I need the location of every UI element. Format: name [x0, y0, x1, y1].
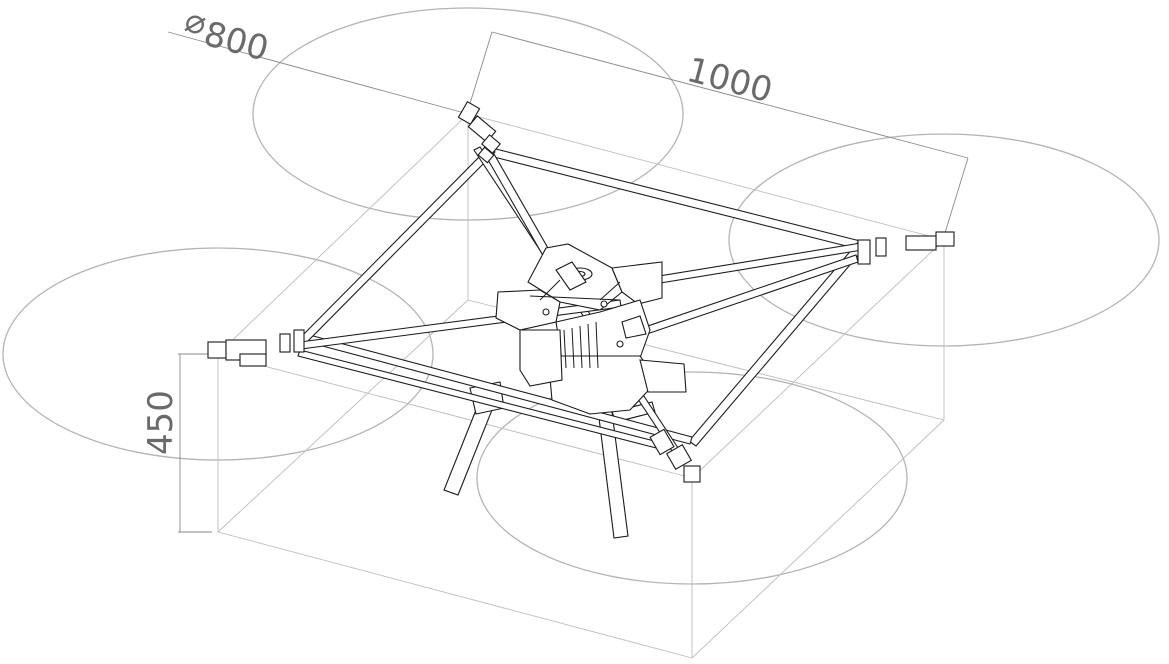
diameter-label: 800 [200, 14, 273, 69]
dimension-lines [167, 31, 969, 533]
motor-mounts [207, 100, 955, 483]
height-label: 450 [141, 390, 181, 455]
center-hub [495, 243, 687, 415]
span-label: 1000 [683, 50, 777, 111]
